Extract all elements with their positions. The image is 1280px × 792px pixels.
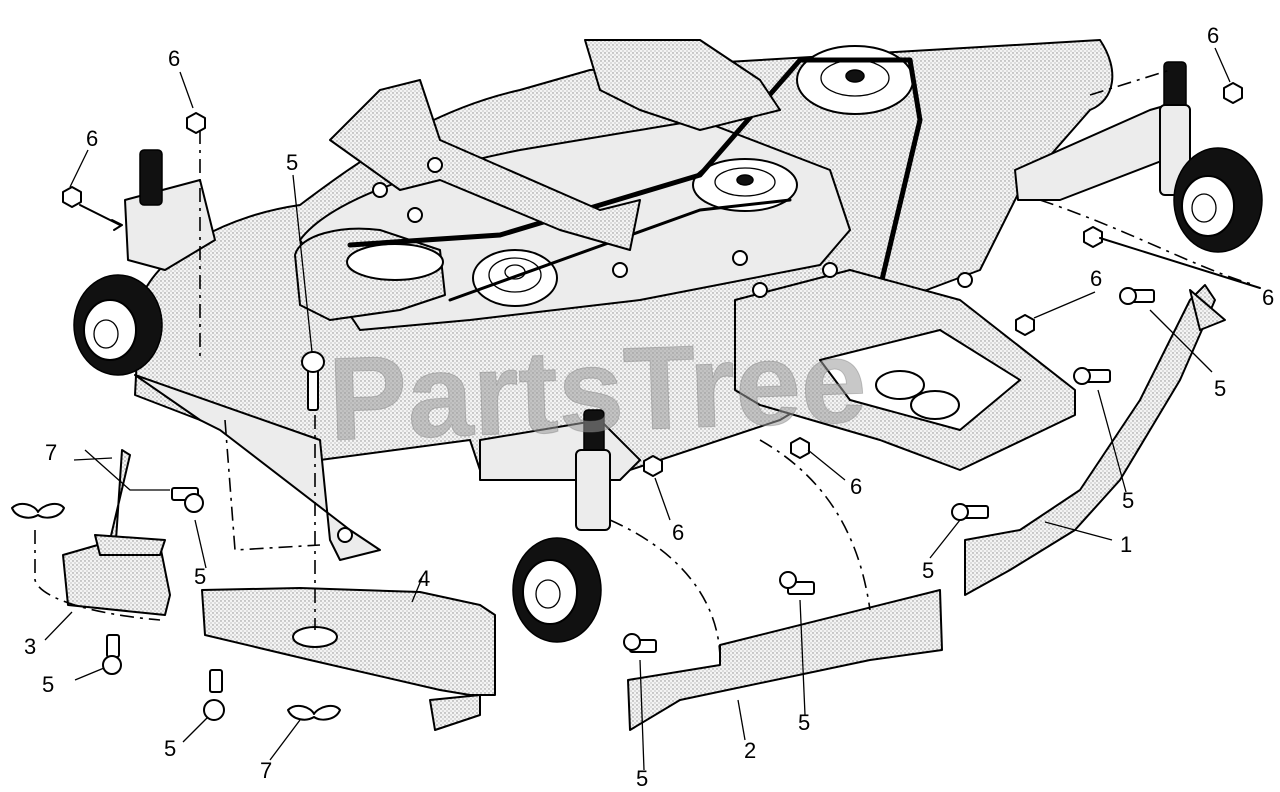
callout-5-left-bottom: 5 <box>42 672 54 697</box>
callout-1: 1 <box>1120 532 1132 557</box>
callout-6-front-caster: 6 <box>672 520 684 545</box>
callout-6-left: 6 <box>86 126 98 151</box>
left-spindle-top <box>346 243 444 281</box>
part-1-rear-shield <box>964 284 1226 596</box>
idler-arm <box>329 79 641 251</box>
part-2-front-shield <box>627 589 943 731</box>
front-caster <box>512 409 611 643</box>
right-rear-caster <box>1159 61 1263 253</box>
mower-deck <box>124 39 1191 561</box>
part-4-chute-plate <box>201 587 496 731</box>
callout-6-top-right: 6 <box>1207 23 1219 48</box>
callout-6-right-edge: 6 <box>1262 285 1274 310</box>
top-bracket <box>584 39 781 131</box>
callout-5-chute-screw: 5 <box>164 736 176 761</box>
hex-nuts <box>62 82 1243 477</box>
callout-6-top-left: 6 <box>168 46 180 71</box>
callout-labels: 6 6 5 6 6 6 5 5 6 6 1 5 7 5 3 5 4 5 7 5 … <box>24 23 1274 791</box>
deck-front-skirt <box>134 374 381 561</box>
callout-7-left: 7 <box>45 440 57 465</box>
callout-7-bottom: 7 <box>260 758 272 783</box>
callout-6-center: 6 <box>850 474 862 499</box>
callout-5-front-left: 5 <box>636 766 648 791</box>
callout-5-left-chute: 5 <box>194 564 206 589</box>
callout-5-upper-left: 5 <box>286 150 298 175</box>
part-3-chute-deflector <box>62 449 171 616</box>
wing-nuts <box>11 502 341 721</box>
callout-5-front-mid: 5 <box>798 710 810 735</box>
callout-3: 3 <box>24 634 36 659</box>
callout-5-right-lower: 5 <box>1122 488 1134 513</box>
callout-5-right-upper: 5 <box>1214 376 1226 401</box>
callout-6-mid-right: 6 <box>1090 266 1102 291</box>
watermark-text: PartsTree <box>326 315 868 466</box>
callout-4: 4 <box>418 566 430 591</box>
bolts <box>102 287 1155 721</box>
callout-5-right-shield: 5 <box>922 558 934 583</box>
leader-lines <box>34 47 1261 771</box>
left-rear-caster <box>73 149 163 376</box>
deck-bolts <box>337 157 973 543</box>
callout-2: 2 <box>744 738 756 763</box>
